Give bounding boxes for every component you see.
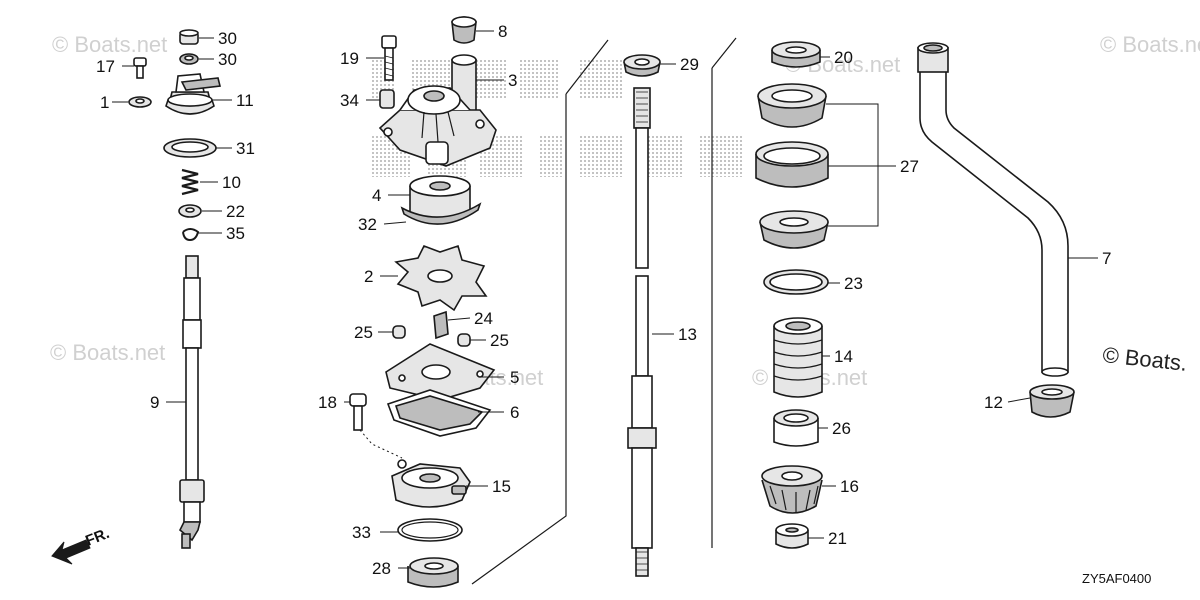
callout-31: 31 [236, 139, 255, 158]
callout-labels: 30 30 17 1 11 31 10 22 35 9 8 19 3 34 4 … [96, 22, 1111, 578]
callout-1: 1 [100, 93, 109, 112]
part-16-pinion-gear [761, 465, 823, 514]
callout-6: 6 [510, 403, 519, 422]
part-10-spring [181, 168, 199, 196]
callout-7: 7 [1102, 249, 1111, 268]
callout-8: 8 [498, 22, 507, 41]
callout-22: 22 [226, 202, 245, 221]
callout-35: 35 [226, 224, 245, 243]
callout-19: 19 [340, 49, 359, 68]
part-19-bolt [381, 35, 397, 81]
part-bearing-upper [757, 83, 827, 128]
callout-20: 20 [834, 48, 853, 67]
part-34-dowel [379, 89, 395, 109]
callout-14: 14 [834, 347, 853, 366]
callout-25a: 25 [354, 323, 373, 342]
callout-10: 10 [222, 173, 241, 192]
part-18-bolt [349, 393, 403, 459]
callout-33: 33 [352, 523, 371, 542]
part-water-pump-housing [378, 85, 497, 167]
part-23-shim [763, 269, 829, 295]
callout-11: 11 [236, 91, 254, 110]
callout-27: 27 [900, 157, 919, 176]
part-31-gasket [163, 138, 217, 158]
callout-28: 28 [372, 559, 391, 578]
callout-26: 26 [832, 419, 851, 438]
front-label: FR. [83, 525, 112, 550]
part-8-grommet [451, 16, 477, 44]
part-29-seal [623, 54, 661, 77]
callout-32: 32 [358, 215, 377, 234]
callout-13: 13 [678, 325, 697, 344]
part-bearing-lower [759, 210, 829, 249]
part-33-o-ring [397, 518, 463, 542]
part-22-washer [178, 204, 202, 218]
callout-12: 12 [984, 393, 1003, 412]
callout-30a: 30 [218, 29, 237, 48]
watermark-text: © Boats.net [1100, 32, 1200, 57]
part-15-pump-base [391, 459, 471, 508]
callout-17: 17 [96, 57, 115, 76]
drawing-code: ZY5AF0400 [1082, 571, 1151, 586]
callout-16: 16 [840, 477, 859, 496]
callout-24: 24 [474, 309, 493, 328]
watermark-text: © Boats.net [52, 32, 167, 57]
part-28-seal [407, 557, 459, 588]
arrow-icon [51, 539, 91, 565]
part-5-plate [385, 343, 496, 401]
leader-lines [112, 30, 1098, 569]
part-14-sleeve [773, 317, 823, 398]
callout-4: 4 [372, 186, 381, 205]
part-drive-shaft-upper [633, 87, 651, 269]
part-11-cap [165, 73, 221, 115]
part-25b-dowel [457, 333, 471, 347]
front-direction-marker: FR. [51, 525, 112, 565]
callout-5: 5 [510, 368, 519, 387]
part-17-bolt [133, 57, 147, 79]
callout-15: 15 [492, 477, 511, 496]
part-6-gasket [386, 389, 492, 437]
part-35-clip [182, 228, 200, 242]
part-20-seal [771, 41, 821, 68]
callout-30b: 30 [218, 50, 237, 69]
callout-3: 3 [508, 71, 517, 90]
part-21-nut [775, 523, 809, 549]
part-12-grommet [1029, 384, 1075, 418]
callout-23: 23 [844, 274, 863, 293]
callout-9: 9 [150, 393, 159, 412]
part-4-impeller-housing-liner [409, 175, 471, 223]
part-9-vertical-shaft [179, 255, 205, 549]
part-2-impeller [394, 244, 488, 312]
part-1-washer [128, 96, 152, 108]
part-13-drive-shaft [627, 275, 657, 577]
part-7-water-tube [917, 42, 1069, 377]
callout-29: 29 [680, 55, 699, 74]
callout-18: 18 [318, 393, 337, 412]
part-26-bearing [773, 409, 819, 447]
watermark-text-large: © Boats. [1101, 342, 1188, 376]
part-25a-dowel [392, 325, 406, 339]
callout-2: 2 [364, 267, 373, 286]
callout-21: 21 [828, 529, 847, 548]
part-27-bearing-race [755, 141, 829, 188]
callout-34: 34 [340, 91, 359, 110]
part-30a-seal [179, 29, 199, 45]
callout-25b: 25 [490, 331, 509, 350]
watermark-text: © Boats.net [50, 340, 165, 365]
part-24-key [433, 310, 449, 340]
part-30b-seal [179, 53, 199, 65]
part-32-gasket [400, 202, 482, 225]
